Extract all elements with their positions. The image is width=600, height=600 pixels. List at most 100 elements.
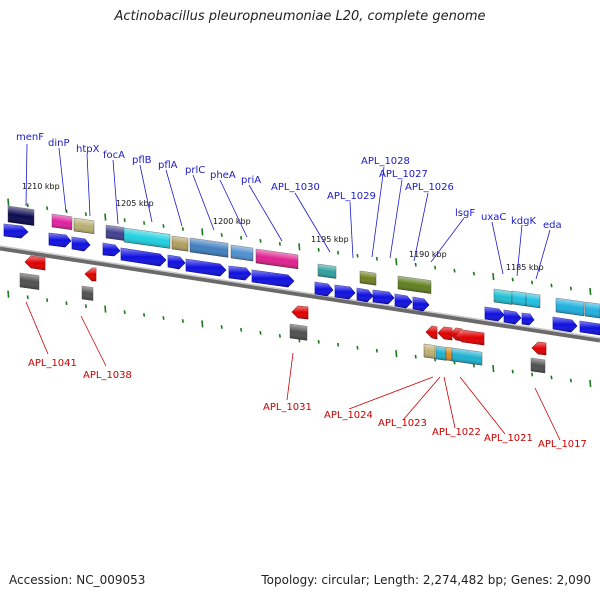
scale-tick [46,298,49,303]
gene-label[interactable]: focA [103,150,125,161]
gene-arrow-forward[interactable] [228,265,252,281]
cog-box[interactable] [555,297,585,317]
gene-arrow-forward[interactable] [102,242,121,257]
cog-box[interactable] [317,263,337,279]
reverse-gene-labels: APL_1041 APL_1038 APL_1031 APL_1024 APL_… [28,358,587,450]
gene-arrow-forward[interactable] [334,284,356,300]
gene-arrow-forward[interactable] [185,258,227,277]
gene-arrow-reverse[interactable] [24,255,46,271]
cog-box[interactable] [584,301,600,319]
cog-box[interactable] [73,217,95,235]
gene-arrow-forward[interactable] [412,296,430,312]
gene-arrow-forward[interactable] [503,309,522,325]
gene-label[interactable]: APL_1041 [28,358,77,369]
gene-arrow-reverse[interactable] [437,326,453,341]
gene-arrow-forward[interactable] [394,293,413,309]
accession-label: Accession: NC_009053 [9,573,146,587]
cog-box[interactable] [445,346,453,362]
gene-arrow-forward[interactable] [167,254,186,270]
gene-arrow-forward[interactable] [356,287,374,303]
cog-box[interactable] [105,224,125,241]
gene-arrow-forward[interactable] [484,306,505,322]
gene-label[interactable]: eda [543,220,562,231]
gene-label[interactable]: uxaC [481,212,506,223]
gene-arrow-forward[interactable] [372,289,395,305]
gene-label[interactable]: lsgF [455,208,475,219]
cog-box[interactable] [19,272,40,290]
gene-arrow-reverse[interactable] [291,305,309,320]
cog-box[interactable] [397,275,432,294]
gene-arrow-reverse[interactable] [425,325,438,340]
gene-arrow-forward[interactable] [71,236,91,252]
gene-label[interactable]: APL_1021 [484,433,533,444]
gene-label[interactable]: APL_1023 [378,418,427,429]
cog-box[interactable] [435,345,447,361]
cog-box[interactable] [255,248,299,270]
gene-arrow-reverse[interactable] [454,329,485,346]
gene-arrow-forward[interactable] [314,281,334,297]
gene-arrow-reverse[interactable] [84,267,97,282]
gene-label[interactable]: prlC [185,165,205,176]
gene-arrow-forward[interactable] [521,312,535,326]
cog-box[interactable] [493,288,513,305]
cog-box[interactable] [359,270,377,286]
scale-tick [492,365,495,373]
scale-tick [356,253,359,258]
reverse-cog-boxes [19,272,546,374]
cog-box[interactable] [51,213,73,231]
scale-tick [162,316,165,320]
gene-arrow-forward[interactable] [48,232,72,248]
scale-tick [531,372,534,377]
gene-label[interactable]: htpX [76,144,100,155]
cog-box[interactable] [525,292,541,309]
gene-label[interactable]: APL_1031 [263,402,312,413]
scale-tick [259,331,262,335]
gene-label[interactable]: APL_1024 [324,410,373,421]
scale-tick [104,305,107,313]
gene-arrow-forward[interactable] [251,269,295,288]
gene-label[interactable]: menF [16,132,44,143]
gene-label[interactable]: APL_1027 [379,169,428,180]
gene-label[interactable]: pheA [210,170,236,181]
gene-arrow-forward[interactable] [3,223,29,239]
gene-label[interactable]: dinP [48,138,70,149]
cog-box[interactable] [189,237,229,258]
cog-box[interactable] [230,244,254,262]
gene-label[interactable]: APL_1028 [361,156,410,167]
cog-box[interactable] [171,235,189,252]
gene-label[interactable]: APL_1029 [327,191,376,202]
gene-label[interactable]: APL_1038 [83,370,132,381]
gene-label[interactable]: APL_1022 [432,427,481,438]
gene-label[interactable]: APL_1017 [538,439,587,450]
gene-label[interactable]: kdgK [511,216,536,227]
gene-label[interactable]: priA [241,175,261,186]
scale-tick [434,265,437,270]
scale-tick [569,286,572,291]
gene-label[interactable]: APL_1026 [405,182,454,193]
cog-box[interactable] [511,290,527,307]
cog-box[interactable] [123,227,171,249]
scale-tick [143,221,146,225]
scale-tick [104,213,107,221]
cog-box[interactable] [289,323,308,341]
gene-arrow-forward[interactable] [552,316,578,333]
cog-box[interactable] [81,285,94,301]
scale-tick [472,271,475,276]
gene-arrow-forward[interactable] [579,320,600,336]
cog-box[interactable] [7,205,35,226]
scale-tick [7,290,10,298]
scale-tick [123,310,126,314]
gene-label[interactable]: APL_1030 [271,182,320,193]
cog-box[interactable] [451,347,483,366]
gene-label[interactable]: pflB [132,155,152,166]
gene-arrow-forward[interactable] [120,247,167,267]
scale-tick [201,228,204,236]
cog-box[interactable] [530,357,546,374]
gene-label[interactable]: pflA [158,160,178,171]
scale-tick [26,295,29,300]
kbp-marker: 1205 kbp [116,199,154,208]
cog-box[interactable] [423,343,436,359]
scale-tick [589,379,592,388]
gene-arrow-reverse[interactable] [531,341,547,356]
scale-tick [201,320,204,328]
